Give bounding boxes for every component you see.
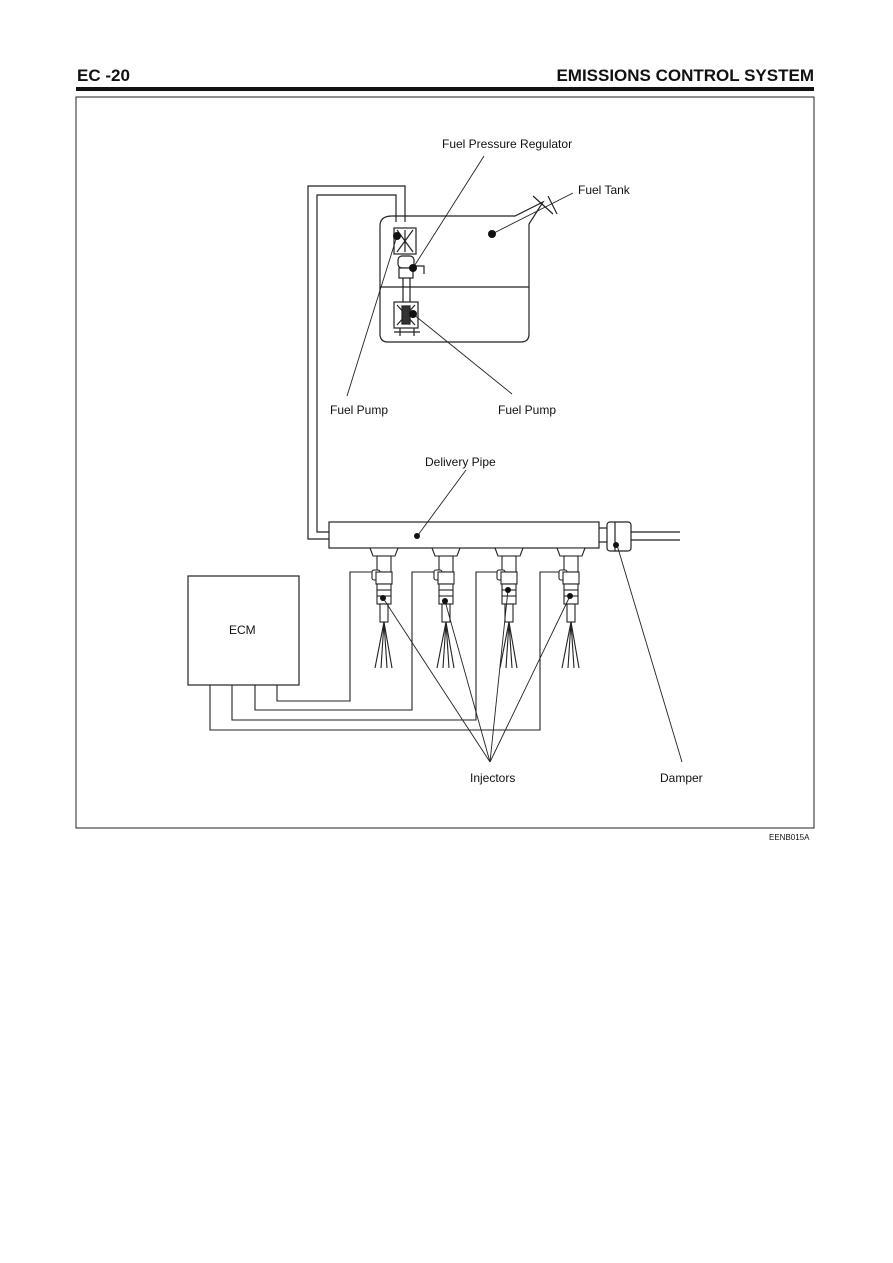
- label-fuel-pump-left: Fuel Pump: [330, 403, 388, 417]
- figure-code: EENB015A: [769, 833, 810, 842]
- injector-3: [494, 547, 524, 669]
- injector-2: [431, 547, 461, 669]
- label-fuel-pressure-regulator: Fuel Pressure Regulator: [442, 137, 572, 151]
- damper-icon: [599, 521, 680, 552]
- label-injectors: Injectors: [470, 771, 515, 785]
- label-delivery-pipe: Delivery Pipe: [425, 455, 496, 469]
- header-rule: [76, 87, 814, 91]
- injector-4: [556, 547, 586, 669]
- page-number: EC -20: [77, 66, 130, 85]
- ecm-wiring: [209, 571, 559, 731]
- leader-dots: [380, 230, 619, 604]
- figure-frame: [75, 96, 815, 829]
- label-ecm: ECM: [229, 623, 256, 637]
- pump-pipe: [402, 278, 411, 302]
- ecm-box: [187, 575, 300, 686]
- label-fuel-tank: Fuel Tank: [578, 183, 631, 197]
- fuel-pressure-regulator-icon: [393, 227, 425, 279]
- leader-lines: [346, 155, 683, 763]
- section-title: EMISSIONS CONTROL SYSTEM: [556, 66, 814, 85]
- label-damper: Damper: [660, 771, 703, 785]
- fuel-tank: [379, 195, 558, 343]
- return-fuel-line: [307, 185, 406, 540]
- delivery-pipe-rail: [328, 521, 600, 549]
- injector-1: [369, 547, 399, 669]
- label-fuel-pump-right: Fuel Pump: [498, 403, 556, 417]
- fuel-pump-icon: [393, 301, 420, 336]
